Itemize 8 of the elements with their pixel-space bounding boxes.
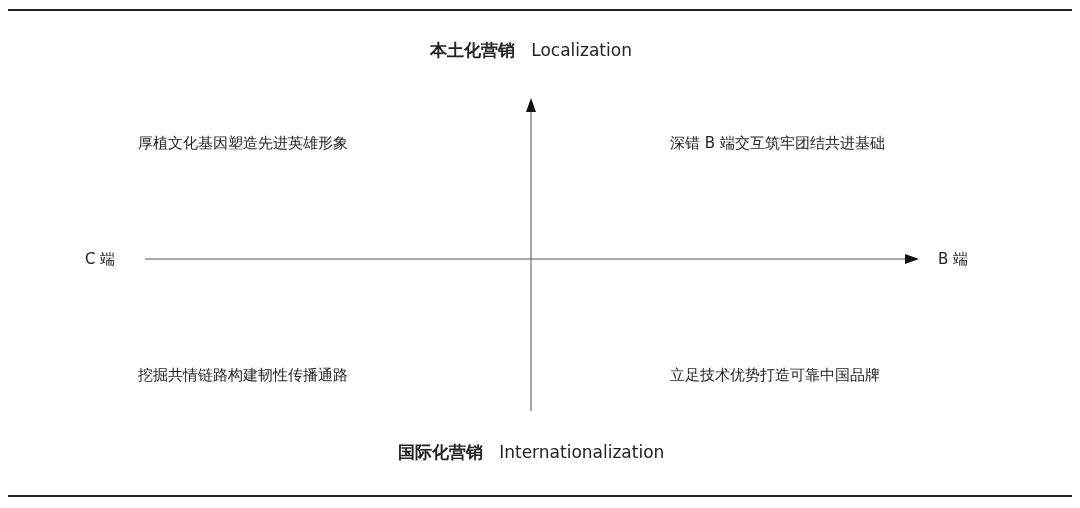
quadrant-text: 立足技术优势打造可靠中国品牌 — [670, 366, 880, 384]
axis-title: 本土化营销 Localization — [430, 40, 632, 60]
axis-label: B 端 — [938, 250, 969, 268]
axis-title: 国际化营销 Internationalization — [398, 442, 665, 462]
quadrant-text: 深错 B 端交互筑牢团结共进基础 — [670, 134, 885, 152]
quadrant-text: 厚植文化基因塑造先进英雄形象 — [138, 134, 348, 152]
quadrant-text: 挖掘共情链路构建韧性传播通路 — [138, 366, 348, 384]
axis-label: C 端 — [85, 250, 116, 268]
